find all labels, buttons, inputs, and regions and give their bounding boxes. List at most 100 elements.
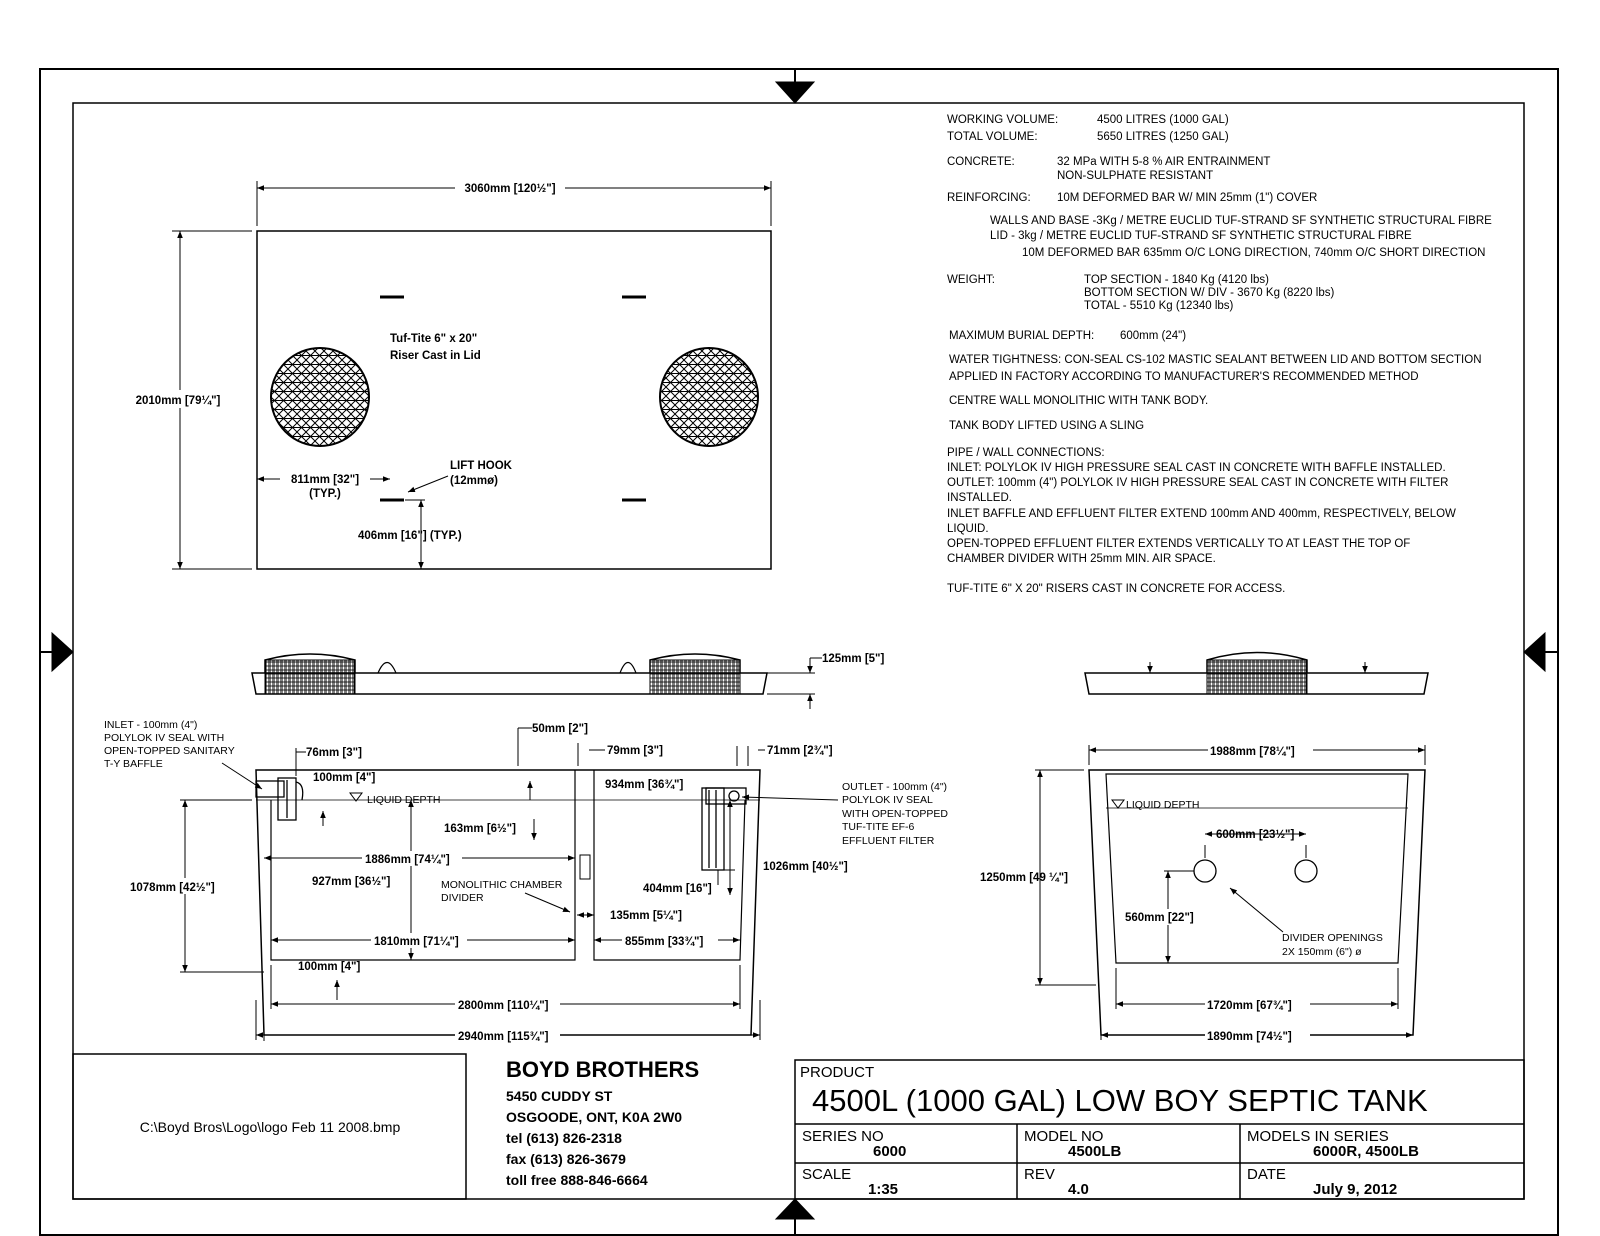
weight-total: TOTAL - 5510 Kg (12340 lbs) bbox=[1084, 300, 1234, 312]
title-block: C:\Boyd Bros\Logo\logo Feb 11 2008.bmp B… bbox=[72, 1053, 1525, 1200]
tel: tel (613) 826-2318 bbox=[506, 1130, 622, 1146]
liquid-depth-symbol bbox=[349, 792, 363, 802]
address-line-2: OSGOODE, ONT, K0A 2W0 bbox=[506, 1109, 682, 1125]
walls-fibre-line: WALLS AND BASE -3Kg / METRE EUCLID TUF-S… bbox=[990, 215, 1492, 227]
divider-note-2: DIVIDER bbox=[441, 892, 484, 904]
divider-opening bbox=[579, 854, 591, 880]
company-name: BOYD BROTHERS bbox=[506, 1057, 699, 1082]
dim-76: 76mm [3"] bbox=[306, 747, 362, 759]
dim-600: 600mm [23½"] bbox=[1216, 829, 1294, 841]
models-in-series-value: 6000R, 4500LB bbox=[1313, 1143, 1419, 1160]
dim-79: 79mm [3"] bbox=[607, 745, 663, 757]
rev-label: REV bbox=[1024, 1166, 1055, 1183]
water-tightness-line-2: APPLIED IN FACTORY ACCORDING TO MANUFACT… bbox=[949, 371, 1419, 383]
weight-bottom: BOTTOM SECTION W/ DIV - 3670 Kg (8220 lb… bbox=[1084, 287, 1334, 299]
model-label: MODEL NO bbox=[1024, 1128, 1103, 1145]
dim-1890: 1890mm [74½"] bbox=[1207, 1031, 1292, 1043]
concrete-line-2: NON-SULPHATE RESISTANT bbox=[1057, 170, 1213, 182]
toll-free: toll free 888-846-6664 bbox=[506, 1172, 648, 1188]
dim-560: 560mm [22"] bbox=[1125, 912, 1194, 924]
lift-hook-leader bbox=[407, 475, 449, 493]
hook-x-typ: (TYP.) bbox=[309, 488, 341, 500]
dim-2940: 2940mm [115¾"] bbox=[458, 1031, 549, 1043]
dim-163: 163mm [6½"] bbox=[444, 823, 516, 835]
end-view: LIQUID DEPTH 1988mm [78¼"] 600mm [23½"] … bbox=[980, 743, 1426, 1043]
dim-100-top: 100mm [4"] bbox=[313, 772, 376, 784]
riser-note-2: Riser Cast in Lid bbox=[390, 350, 481, 362]
inlet-note-2: POLYLOK IV SEAL WITH bbox=[104, 732, 224, 744]
model-value: 4500LB bbox=[1068, 1143, 1122, 1160]
pipe-line-1: INLET: POLYLOK IV HIGH PRESSURE SEAL CAS… bbox=[947, 462, 1446, 474]
hook-y-dim: 406mm [16"] (TYP.) bbox=[358, 530, 462, 542]
spec-notes: WORKING VOLUME: 4500 LITRES (1000 GAL) T… bbox=[947, 114, 1492, 595]
reinforcing-label: REINFORCING: bbox=[947, 192, 1031, 204]
lid-profile-end bbox=[1084, 651, 1429, 695]
risers-note: TUF-TITE 6" X 20" RISERS CAST IN CONCRET… bbox=[947, 583, 1285, 595]
water-tightness-line-1: WATER TIGHTNESS: CON-SEAL CS-102 MASTIC … bbox=[949, 354, 1482, 366]
inlet-note-4: T-Y BAFFLE bbox=[104, 758, 163, 770]
divider-opening-left bbox=[1193, 859, 1217, 883]
weight-label: WEIGHT: bbox=[947, 274, 995, 286]
dim-1988: 1988mm [78¼"] bbox=[1210, 746, 1295, 758]
dim-1810: 1810mm [71¼"] bbox=[374, 936, 459, 948]
inlet-note-1: INLET - 100mm (4") bbox=[104, 719, 197, 731]
pipe-line-7: CHAMBER DIVIDER WITH 25mm MIN. AIR SPACE… bbox=[947, 553, 1216, 565]
pipe-line-4: INLET BAFFLE AND EFFLUENT FILTER EXTEND … bbox=[947, 508, 1456, 520]
models-in-series-label: MODELS IN SERIES bbox=[1247, 1128, 1389, 1145]
divider-opening-right bbox=[1294, 859, 1318, 883]
pipe-line-5: LIQUID. bbox=[947, 523, 989, 535]
plan-riser-right bbox=[659, 347, 759, 447]
scale-value: 1:35 bbox=[868, 1181, 898, 1198]
dim-100-bottom: 100mm [4"] bbox=[298, 961, 361, 973]
dim-71: 71mm [2¾"] bbox=[767, 745, 833, 757]
lift-hook-size: (12mmø) bbox=[450, 475, 498, 487]
hook-x-dim: 811mm [32"] bbox=[291, 474, 359, 486]
fax: fax (613) 826-3679 bbox=[506, 1151, 626, 1167]
outlet-note-3: WITH OPEN-TOPPED bbox=[842, 808, 948, 820]
divider-openings-2: 2X 150mm (6") ø bbox=[1282, 946, 1362, 958]
plan-view: 3060mm [120½"] 2010mm [79¼"] Tuf-Tite 6"… bbox=[125, 178, 772, 570]
plan-width-dim: 2010mm [79¼"] bbox=[136, 395, 221, 407]
pipe-line-2: OUTLET: 100mm (4") POLYLOK IV HIGH PRESS… bbox=[947, 477, 1448, 489]
date-label: DATE bbox=[1247, 1166, 1286, 1183]
divider-note-1: MONOLITHIC CHAMBER bbox=[441, 879, 563, 891]
scale-label: SCALE bbox=[802, 1166, 851, 1183]
dim-927: 927mm [36½"] bbox=[312, 876, 390, 888]
dim-2800: 2800mm [110¼"] bbox=[458, 1000, 549, 1012]
dim-1886: 1886mm [74¼"] bbox=[365, 854, 450, 866]
lift-hook-label: LIFT HOOK bbox=[450, 460, 513, 472]
pipe-heading: PIPE / WALL CONNECTIONS: bbox=[947, 447, 1105, 459]
section-liquid-depth: LIQUID DEPTH bbox=[367, 794, 441, 806]
bar-spacing-line: 10M DEFORMED BAR 635mm O/C LONG DIRECTIO… bbox=[1022, 247, 1485, 259]
dim-50: 50mm [2"] bbox=[532, 723, 588, 735]
rev-value: 4.0 bbox=[1068, 1181, 1089, 1198]
sling-note: TANK BODY LIFTED USING A SLING bbox=[949, 420, 1144, 432]
outlet-note-4: TUF-TITE EF-6 bbox=[842, 821, 914, 833]
inlet-baffle bbox=[255, 777, 304, 821]
address-line-1: 5450 CUDDY ST bbox=[506, 1088, 613, 1104]
working-volume-label: WORKING VOLUME: bbox=[947, 114, 1058, 126]
outlet-note-1: OUTLET - 100mm (4") bbox=[842, 781, 947, 793]
reinforcing-value: 10M DEFORMED BAR W/ MIN 25mm (1") COVER bbox=[1057, 192, 1317, 204]
total-volume-value: 5650 LITRES (1250 GAL) bbox=[1097, 131, 1229, 143]
lift-hooks bbox=[380, 295, 646, 502]
logo-path: C:\Boyd Bros\Logo\logo Feb 11 2008.bmp bbox=[140, 1119, 401, 1135]
burial-label: MAXIMUM BURIAL DEPTH: bbox=[949, 330, 1094, 342]
center-markers bbox=[40, 69, 1558, 1235]
section-view: LIQUID DEPTH INLET - 100mm (4") POLYLOK … bbox=[104, 719, 948, 1043]
series-label: SERIES NO bbox=[802, 1128, 884, 1145]
tank-outline bbox=[255, 769, 761, 1036]
product-label: PRODUCT bbox=[800, 1064, 874, 1081]
concrete-label: CONCRETE: bbox=[947, 156, 1015, 168]
total-volume-label: TOTAL VOLUME: bbox=[947, 131, 1038, 143]
burial-value: 600mm (24") bbox=[1120, 330, 1186, 342]
outlet-note-5: EFFLUENT FILTER bbox=[842, 835, 935, 847]
series-value: 6000 bbox=[873, 1143, 906, 1160]
concrete-line-1: 32 MPa WITH 5-8 % AIR ENTRAINMENT bbox=[1057, 156, 1270, 168]
outlet-note-2: POLYLOK IV SEAL bbox=[842, 794, 933, 806]
dim-1250: 1250mm [49 ¼"] bbox=[980, 872, 1068, 884]
pipe-line-6: OPEN-TOPPED EFFLUENT FILTER EXTENDS VERT… bbox=[947, 538, 1410, 550]
logo-box bbox=[72, 1053, 467, 1200]
dim-855: 855mm [33¾"] bbox=[625, 936, 703, 948]
